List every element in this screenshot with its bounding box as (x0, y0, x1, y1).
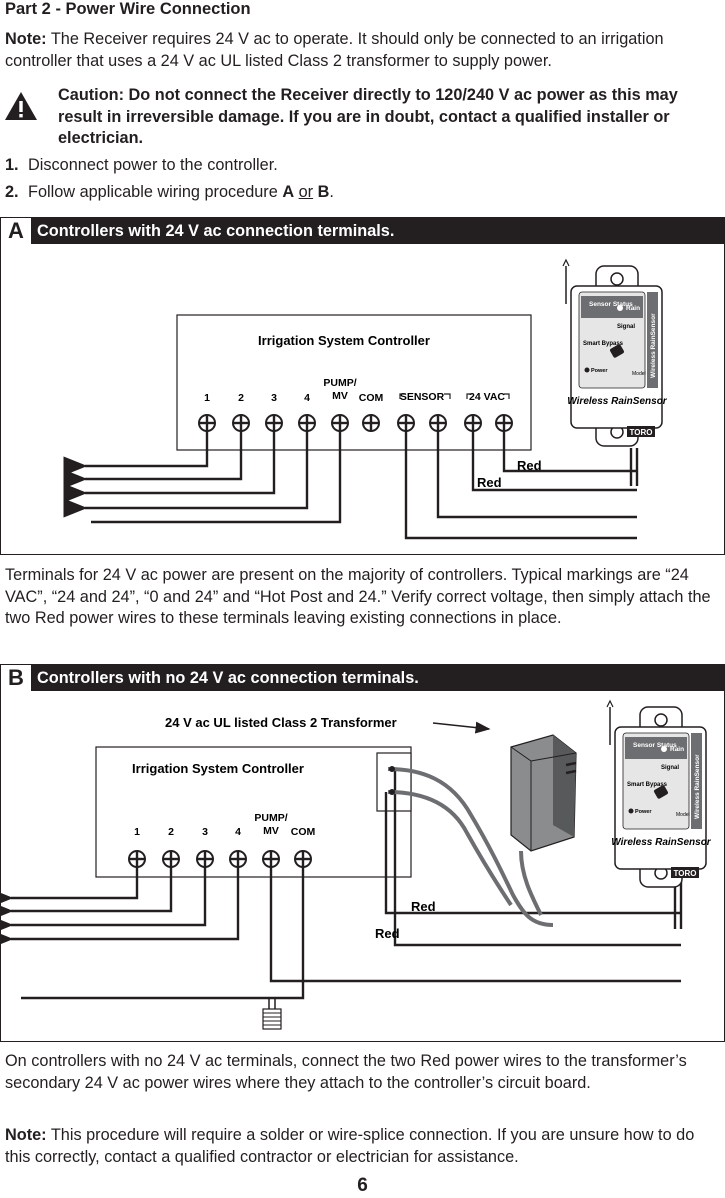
step-number: 2. (5, 183, 19, 201)
wire-label-red-2: Red (375, 926, 400, 941)
caution-text: Caution: Do not connect the Receiver dir… (58, 86, 678, 147)
step-number: 1. (5, 156, 19, 174)
sensor-status-text: Sensor Status (589, 301, 633, 308)
wire-label-red-2: Red (477, 475, 502, 490)
note-label: Note: (5, 1126, 47, 1144)
rain-sensor-receiver-b: Sensor Status Rain Signal Smart Bypass P… (606, 699, 712, 888)
terminal-label-24vac: 24 VAC (469, 391, 505, 403)
panel-a-header: A Controllers with 24 V ac connection te… (1, 218, 724, 244)
note-text: The Receiver requires 24 V ac to operate… (5, 30, 664, 70)
power-text: Power (591, 368, 608, 374)
brand-text: Wireless RainSensor (611, 837, 712, 848)
procedure-a-ref: A (282, 183, 295, 201)
toro-logo: TORO (630, 428, 653, 437)
wiring-diagram-b: 24 V ac UL listed Class 2 Transformer Ir… (1, 699, 712, 1030)
terminal-label-3: 3 (202, 826, 208, 838)
panel-b-title: Controllers with no 24 V ac connection t… (37, 669, 419, 687)
smart-bypass-text: Smart Bypass (583, 341, 624, 347)
rain-sensor-receiver: Sensor Status Rain Signal Smart Bypass P… (562, 258, 668, 447)
panel-b: B Controllers with no 24 V ac connection… (0, 664, 725, 1042)
transformer-icon (510, 734, 577, 916)
note-text: This procedure will require a solder or … (5, 1126, 695, 1166)
terminal-label-1: 1 (134, 826, 140, 838)
panel-b-paragraph: On controllers with no 24 V ac terminals… (5, 1052, 687, 1092)
controller-label-b: Irrigation System Controller (132, 761, 304, 776)
rain-text: Rain (670, 746, 684, 753)
terminal-label-mv: MV (332, 390, 348, 402)
section-heading: Part 2 - Power Wire Connection (5, 0, 251, 18)
terminal-label-3: 3 (271, 392, 277, 404)
step-2: 2. Follow applicable wiring procedure A o… (5, 182, 334, 203)
toro-logo: TORO (674, 869, 697, 878)
terminal-label-sensor: SENSOR (400, 391, 445, 403)
wire-label-red-1: Red (517, 458, 542, 473)
panel-b-letter: B (1, 665, 31, 691)
step-text: Follow applicable wiring procedure (28, 183, 283, 201)
rain-text: Rain (626, 305, 640, 312)
note-paragraph-2: Note: This procedure will require a sold… (5, 1125, 717, 1168)
panel-a: A Controllers with 24 V ac connection te… (0, 217, 725, 555)
procedure-b-ref: B (317, 183, 330, 201)
terminal-label-com: COM (291, 826, 316, 838)
terminal-label-com: COM (359, 392, 384, 404)
transformer-label: 24 V ac UL listed Class 2 Transformer (165, 715, 397, 730)
model-text: Model (632, 371, 646, 377)
step-end: . (329, 183, 334, 201)
model-text: Model (676, 812, 690, 818)
panel-a-letter: A (1, 218, 31, 244)
brand-text: Wireless RainSensor (567, 396, 668, 407)
wiring-diagram-a: Irrigation System Controller 1 2 3 4 PUM… (63, 258, 668, 540)
signal-text: Signal (661, 765, 679, 771)
terminal-label-1: 1 (204, 392, 210, 404)
terminal-label-pump: PUMP/ (323, 377, 356, 389)
terminal-label-pump: PUMP/ (254, 812, 287, 824)
side-text: Wireless RainSensor (694, 754, 701, 819)
step-text: Disconnect power to the controller. (28, 156, 278, 174)
signal-text: Signal (617, 324, 635, 330)
note-label: Note: (5, 30, 47, 48)
terminal-label-4: 4 (235, 826, 241, 838)
terminals-paragraph: Terminals for 24 V ac power are present … (5, 566, 711, 627)
warning-icon (5, 92, 37, 120)
terminal-label-mv: MV (263, 825, 279, 837)
note-paragraph: Note: The Receiver requires 24 V ac to o… (5, 29, 717, 72)
controller-label: Irrigation System Controller (258, 333, 430, 348)
controller-box-b (95, 746, 412, 878)
terminal-label-4: 4 (304, 392, 310, 404)
smart-bypass-text: Smart Bypass (627, 782, 668, 788)
sensor-status-text: Sensor Status (633, 742, 677, 749)
page-number: 6 (357, 1175, 368, 1196)
terminal-label-2: 2 (168, 826, 174, 838)
panel-a-title: Controllers with 24 V ac connection term… (37, 222, 395, 240)
or-text: or (298, 183, 314, 201)
power-text: Power (635, 809, 652, 815)
step-1: 1. Disconnect power to the controller. (5, 155, 278, 176)
terminal-label-2: 2 (238, 392, 244, 404)
wire-label-red-1: Red (411, 899, 436, 914)
side-text: Wireless RainSensor (650, 313, 657, 378)
wire-nut (262, 998, 282, 1030)
panel-b-header: B Controllers with no 24 V ac connection… (1, 665, 724, 691)
